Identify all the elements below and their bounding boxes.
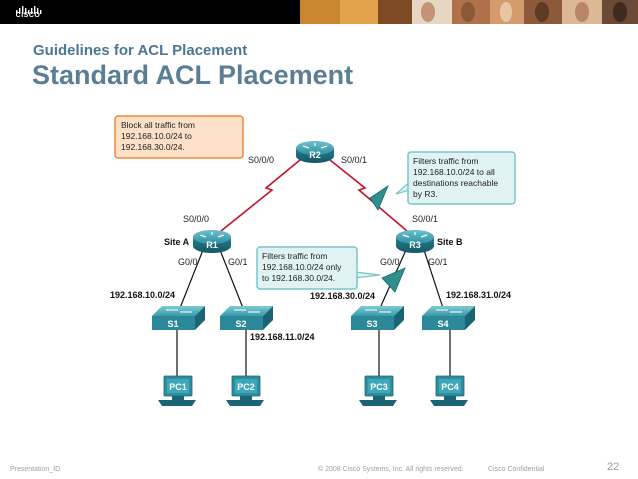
callout-r3-g00: Filters traffic from 192.168.10.0/24 onl…	[256, 246, 381, 290]
pc4-icon: PC4	[430, 375, 468, 406]
wan-link-r2-r3	[329, 159, 408, 232]
switch-s4-label: S4	[437, 319, 448, 329]
network-192-168-10-label: 192.168.10.0/24	[110, 290, 175, 300]
callout-r3-line-2: 192.168.10.0/24 to all	[413, 167, 495, 177]
switch-s1-icon: S1	[152, 306, 205, 330]
switch-s1-label: S1	[167, 319, 178, 329]
pc1-label: PC1	[169, 382, 187, 392]
callout-g00-line-1: Filters traffic from	[262, 251, 328, 261]
link-r3-s4	[423, 249, 444, 309]
router-r1-icon: R1	[193, 230, 231, 253]
link-r1-s1	[179, 249, 204, 309]
r2-s001-label: S0/0/1	[341, 155, 367, 165]
network-192-168-11-label: 192.168.11.0/24	[250, 332, 315, 342]
callout-block-traffic: Block all traffic from 192.168.10.0/24 t…	[114, 115, 244, 159]
slide-subtitle: Guidelines for ACL Placement	[33, 42, 248, 59]
banner-photo-strip	[300, 0, 638, 24]
pc2-icon: PC2	[226, 375, 264, 406]
network-192-168-30-label: 192.168.30.0/24	[310, 291, 375, 301]
switch-s3-icon: S3	[351, 306, 404, 330]
link-r1-s2	[219, 249, 244, 309]
wan-link-r2-r1	[220, 159, 301, 232]
footer-confidential: Cisco Confidential	[488, 466, 545, 473]
callout-r3-serial: Filters traffic from 192.168.10.0/24 to …	[395, 151, 516, 205]
switch-s2-label: S2	[235, 319, 246, 329]
callout-block-line-3: 192.168.30.0/24.	[121, 142, 185, 152]
r3-g00-label: G0/0	[380, 257, 400, 267]
cisco-logo: CISCO	[8, 2, 48, 22]
r1-g00-label: G0/0	[178, 257, 198, 267]
r2-s000-label: S0/0/0	[248, 155, 274, 165]
slide-title: Standard ACL Placement	[32, 60, 354, 90]
pc3-label: PC3	[370, 382, 388, 392]
switch-s2-icon: S2	[220, 306, 273, 330]
router-r2-icon: R2	[296, 141, 334, 163]
callout-g00-line-2: 192.168.10.0/24 only	[262, 262, 342, 272]
r3-s001-label: S0/0/1	[412, 214, 438, 224]
r1-s000-label: S0/0/0	[183, 214, 209, 224]
switch-s3-label: S3	[366, 319, 377, 329]
callout-r3-line-4: by R3.	[413, 189, 438, 199]
pc1-icon: PC1	[158, 375, 196, 406]
site-a-label: Site A	[164, 237, 190, 247]
router-r2-label: R2	[309, 150, 321, 160]
acl-marker-r3-s001	[369, 184, 389, 211]
footer-presentation-id: Presentation_ID	[10, 466, 61, 473]
router-r3-label: R3	[409, 240, 421, 250]
switch-s4-icon: S4	[422, 306, 475, 330]
page-number: 22	[607, 461, 620, 473]
acl-marker-r3-g00	[381, 267, 406, 293]
footer-copyright: © 2008 Cisco Systems, Inc. All rights re…	[318, 466, 464, 473]
r3-g01-label: G0/1	[428, 257, 448, 267]
r1-g01-label: G0/1	[228, 257, 248, 267]
callout-block-line-2: 192.168.10.0/24 to	[121, 131, 192, 141]
pc4-label: PC4	[441, 382, 459, 392]
pc3-icon: PC3	[359, 375, 397, 406]
router-r1-label: R1	[206, 240, 218, 250]
callout-block-line-1: Block all traffic from	[121, 120, 195, 130]
callout-g00-line-3: to 192.168.30.0/24.	[262, 273, 335, 283]
site-b-label: Site B	[437, 237, 463, 247]
top-banner: CISCO	[0, 0, 638, 24]
pc2-label: PC2	[237, 382, 255, 392]
network-192-168-31-label: 192.168.31.0/24	[446, 290, 511, 300]
router-r3-icon: R3	[396, 230, 434, 253]
callout-r3-line-1: Filters traffic from	[413, 156, 479, 166]
callout-r3-line-3: destinations reachable	[413, 178, 498, 188]
brand-text: CISCO	[15, 12, 41, 19]
